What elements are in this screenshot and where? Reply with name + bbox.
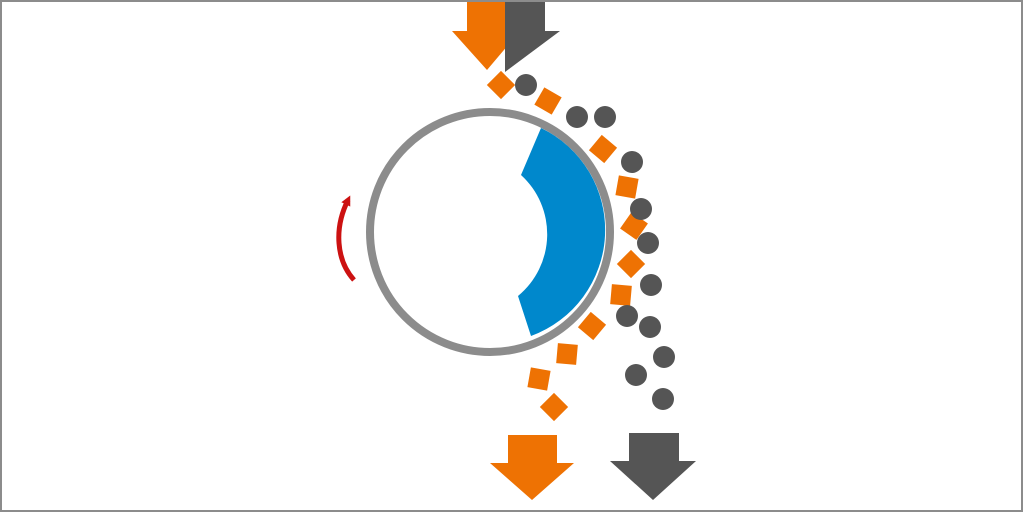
drum-circle <box>366 108 614 356</box>
rotation-arrow-icon <box>336 195 356 282</box>
output-arrow-magnetic <box>490 435 574 500</box>
orange-particle <box>588 134 618 164</box>
gray-particle <box>621 151 643 173</box>
gray-particle <box>639 316 661 338</box>
orange-particle <box>610 284 632 306</box>
orange-particle <box>486 70 516 100</box>
orange-particle <box>556 343 578 365</box>
magnet-segment <box>518 128 606 336</box>
orange-particle <box>615 175 639 199</box>
non-magnetic-particles <box>515 74 675 410</box>
gray-particle <box>594 106 616 128</box>
gray-particle <box>515 74 537 96</box>
orange-particle <box>616 249 646 279</box>
orange-particle <box>534 87 562 115</box>
gray-particle <box>653 346 675 368</box>
gray-particle <box>616 305 638 327</box>
output-arrow-non-magnetic <box>610 433 696 500</box>
feed-arrow-non-magnetic <box>505 2 560 72</box>
orange-particle <box>527 367 551 391</box>
orange-particle <box>539 392 569 422</box>
gray-particle <box>652 388 674 410</box>
gray-particle <box>637 232 659 254</box>
feed-arrow-magnetic <box>452 2 520 70</box>
gray-particle <box>630 198 652 220</box>
gray-particle <box>625 364 647 386</box>
orange-particle <box>577 311 607 341</box>
gray-particle <box>566 106 588 128</box>
magnetic-particles <box>486 70 648 422</box>
gray-particle <box>640 274 662 296</box>
